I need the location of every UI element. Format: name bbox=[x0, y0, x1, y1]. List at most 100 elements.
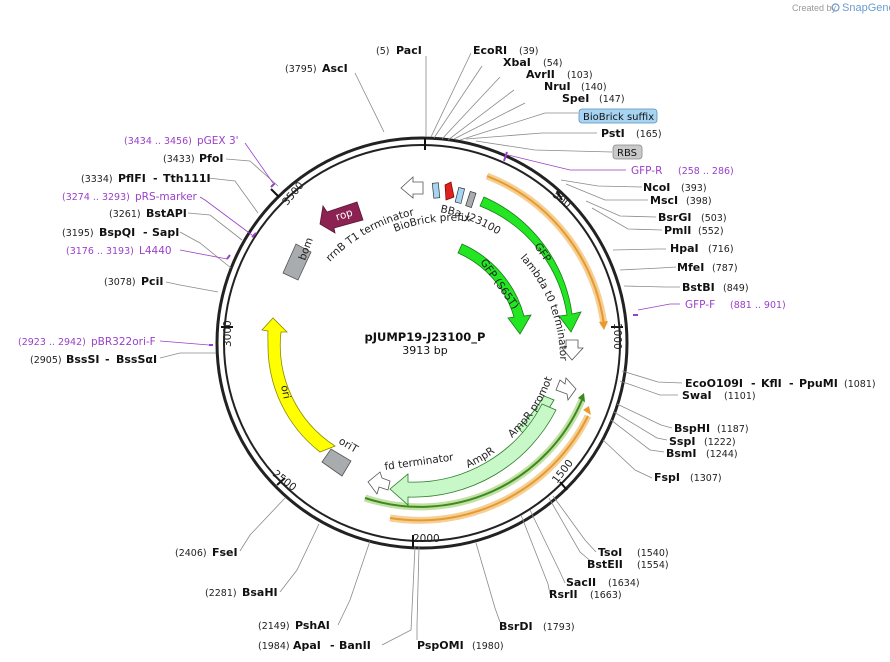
lambda-t0-label: lambda t0 terminator bbox=[518, 252, 569, 361]
site-bstapi: (3261)BstAPI bbox=[109, 207, 187, 220]
site-position: (1081) bbox=[844, 379, 876, 390]
ori-feature: ori bbox=[261, 317, 336, 453]
site-position: (39) bbox=[519, 46, 539, 57]
site-name: HpaI bbox=[670, 242, 699, 255]
site-position: (1187) bbox=[717, 424, 749, 435]
credit-text: Created by bbox=[792, 3, 837, 13]
site-pspomi: PspOMI (1980) bbox=[417, 639, 504, 652]
tick-label-2000: 2000 bbox=[413, 533, 440, 545]
site-name: SwaI bbox=[682, 389, 712, 402]
site-name: PmlI bbox=[664, 224, 691, 237]
site-name: BssSI bbox=[66, 353, 100, 366]
site-pfoi: (3433)PfoI bbox=[163, 152, 224, 165]
primer-name: pBR322ori-F bbox=[91, 336, 156, 348]
ring-ticks bbox=[221, 138, 623, 547]
site-name: PstI bbox=[601, 127, 625, 140]
orit-label: oriT bbox=[337, 435, 361, 456]
site-separator: - bbox=[751, 377, 756, 390]
site-separator: - bbox=[153, 172, 158, 185]
site-name: BsrGI bbox=[658, 211, 691, 224]
site-name: BsaHI bbox=[242, 586, 278, 599]
snapgene-logo: SnapGene bbox=[831, 2, 890, 14]
site-bstbi: BstBI (849) bbox=[682, 281, 749, 294]
site-separator: - bbox=[143, 226, 148, 239]
primer-gfp-r: GFP-R(258 .. 286) bbox=[631, 165, 734, 177]
plasmid-name: pJUMP19-J23100_P bbox=[365, 330, 486, 345]
primer-range: (2923 .. 2942) bbox=[18, 337, 86, 348]
site-name: BsmI bbox=[666, 447, 697, 460]
site-asci: (3795)AscI bbox=[285, 62, 348, 75]
rop-feature: rop bbox=[319, 201, 364, 234]
bom-feature: bom bbox=[282, 236, 316, 281]
site-position: (849) bbox=[723, 283, 749, 294]
site-position: (3261) bbox=[109, 209, 141, 220]
site-name: BsrDI bbox=[499, 620, 533, 633]
site-position: (1540) bbox=[637, 548, 669, 559]
site-ecori: EcoRI(39) bbox=[473, 44, 539, 57]
primer-range: (3434 .. 3456) bbox=[124, 136, 192, 147]
gfp-s65t-feature: GFP (S65T) bbox=[457, 243, 532, 335]
site-position: (1222) bbox=[704, 437, 736, 448]
site-name: MfeI bbox=[677, 261, 704, 274]
site-name: BstBI bbox=[682, 281, 715, 294]
site-name: AvrII bbox=[526, 68, 555, 81]
site-position: (2905) bbox=[30, 355, 62, 366]
site-name: PflFI bbox=[118, 172, 146, 185]
plasmid-backbone bbox=[215, 136, 629, 550]
site-name: NruI bbox=[544, 80, 571, 93]
site-name-alt: BssSαI bbox=[116, 353, 157, 366]
brand-text: SnapGene bbox=[842, 2, 890, 14]
site-name: BspQI bbox=[99, 226, 135, 239]
site-sacii: SacII(1634) bbox=[566, 576, 640, 589]
site-name: EcoO109I bbox=[685, 377, 743, 390]
primer-range: (3176 .. 3193) bbox=[66, 246, 134, 257]
site-ecoo109i: EcoO109I - KflI - PpuMI (1081) bbox=[685, 377, 876, 390]
site-name: FspI bbox=[654, 471, 680, 484]
site-position: (1980) bbox=[472, 641, 504, 652]
site-paci: (5)PacI bbox=[376, 44, 422, 57]
biobrick-suffix-callout: BioBrick suffix bbox=[578, 108, 658, 124]
site-name: PspOMI bbox=[417, 639, 464, 652]
site-name: FseI bbox=[212, 546, 238, 559]
site-name: ApaI bbox=[293, 639, 321, 652]
lambda-t0-terminator: lambda t0 terminator bbox=[518, 252, 584, 361]
primer-name: L4440 bbox=[139, 245, 172, 257]
site-position: (3334) bbox=[81, 174, 113, 185]
site-name: MscI bbox=[650, 194, 678, 207]
site-bsteii: BstEII(1554) bbox=[587, 558, 669, 571]
plasmid-length: 3913 bp bbox=[402, 344, 447, 357]
site-fspi: FspI(1307) bbox=[654, 471, 722, 484]
site-name-alt: PpuMI bbox=[799, 377, 838, 390]
site-separator: - bbox=[789, 377, 794, 390]
site-position: (165) bbox=[636, 129, 662, 140]
site-swai: SwaI(1101) bbox=[682, 389, 756, 402]
site-nrui: NruI(140) bbox=[544, 80, 607, 93]
site-name: PciI bbox=[141, 275, 163, 288]
primer-prs-marker: (3274 .. 3293)pRS-marker bbox=[62, 191, 198, 203]
enzyme-leaders bbox=[159, 52, 683, 646]
primer-range: (881 .. 901) bbox=[730, 300, 786, 311]
primer-labels: GFP-R(258 .. 286) GFP-F (881 .. 901) (292… bbox=[18, 135, 786, 348]
site-msci: MscI(398) bbox=[650, 194, 712, 207]
site-name-alt: BanII bbox=[339, 639, 371, 652]
site-bsrgi: BsrGI(503) bbox=[658, 211, 727, 224]
primer-ticks bbox=[209, 151, 638, 346]
site-name: PfoI bbox=[199, 152, 224, 165]
site-separator: - bbox=[330, 639, 335, 652]
site-name: TsoI bbox=[598, 546, 622, 559]
lambda-t0-label-text: lambda t0 terminator bbox=[518, 252, 569, 361]
primer-name: GFP-F bbox=[685, 299, 715, 311]
site-name-alt: KflI bbox=[761, 377, 782, 390]
fd-terminator-label: fd terminator bbox=[384, 451, 455, 473]
site-position: (3795) bbox=[285, 64, 317, 75]
site-name: RsrII bbox=[549, 588, 578, 601]
site-xbai: XbaI(54) bbox=[503, 56, 563, 69]
site-tsoi: TsoI (1540) bbox=[598, 546, 669, 559]
site-bsahi: (2281)BsaHI bbox=[205, 586, 278, 599]
site-mfei: MfeI (787) bbox=[677, 261, 738, 274]
site-name: BspHI bbox=[674, 422, 710, 435]
gfp-s65t-label: GFP (S65T) bbox=[478, 257, 521, 312]
site-position: (787) bbox=[712, 263, 738, 274]
site-bsrdi: BsrDI(1793) bbox=[499, 620, 575, 633]
site-position: (1244) bbox=[706, 449, 738, 460]
